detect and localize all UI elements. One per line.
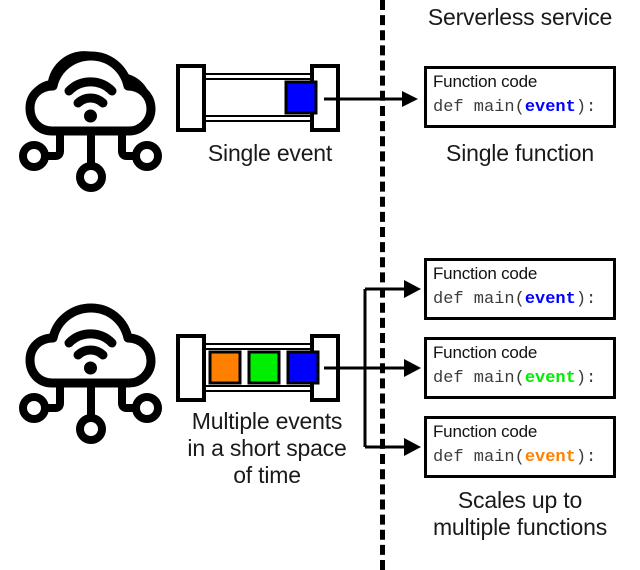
serverless-service-heading: Serverless service: [427, 4, 613, 30]
serverless-boundary-divider: [380, 0, 385, 570]
function-code-box-single[interactable]: Function code def main(event):: [424, 66, 616, 128]
event-token-blue: [284, 80, 318, 115]
code-prefix: def main(: [433, 448, 525, 467]
scales-up-caption: Scales up to multiple functions: [432, 487, 608, 541]
event-token-green: [247, 350, 281, 385]
cloud-wifi-icon: [12, 48, 162, 203]
function-code-snippet: def main(event):: [433, 289, 613, 311]
code-keyword-event: event: [524, 369, 576, 388]
code-prefix: def main(: [433, 369, 525, 388]
code-prefix: def main(: [433, 290, 525, 309]
function-code-snippet: def main(event):: [433, 97, 613, 119]
event-pipe-single: [174, 62, 344, 139]
function-code-title: Function code: [433, 343, 538, 362]
arrow-single-event-to-function: [324, 88, 420, 115]
code-suffix: ):: [575, 369, 597, 388]
code-prefix: def main(: [433, 98, 525, 117]
code-keyword-event: event: [524, 290, 576, 309]
event-token-orange: [208, 350, 242, 385]
single-event-caption: Single event: [207, 140, 333, 166]
event-token-blue: [286, 350, 320, 385]
function-code-box-3[interactable]: Function code def main(event):: [424, 416, 616, 478]
code-keyword-event: event: [524, 448, 576, 467]
function-code-title: Function code: [433, 422, 538, 441]
cloud-wifi-icon: [12, 300, 162, 455]
function-code-snippet: def main(event):: [433, 447, 613, 469]
code-keyword-event: event: [524, 98, 576, 117]
code-suffix: ):: [575, 448, 597, 467]
code-suffix: ):: [575, 98, 597, 117]
code-suffix: ):: [575, 290, 597, 309]
event-pipe-multiple: [174, 332, 344, 409]
function-code-snippet: def main(event):: [433, 368, 613, 390]
function-code-title: Function code: [433, 264, 538, 283]
multiple-events-caption: Multiple events in a short space of time: [187, 408, 347, 489]
single-function-caption: Single function: [446, 140, 594, 166]
function-code-box-1[interactable]: Function code def main(event):: [424, 258, 616, 320]
branching-arrows-three-way: [324, 275, 424, 480]
function-code-box-2[interactable]: Function code def main(event):: [424, 337, 616, 399]
function-code-title: Function code: [433, 72, 538, 91]
